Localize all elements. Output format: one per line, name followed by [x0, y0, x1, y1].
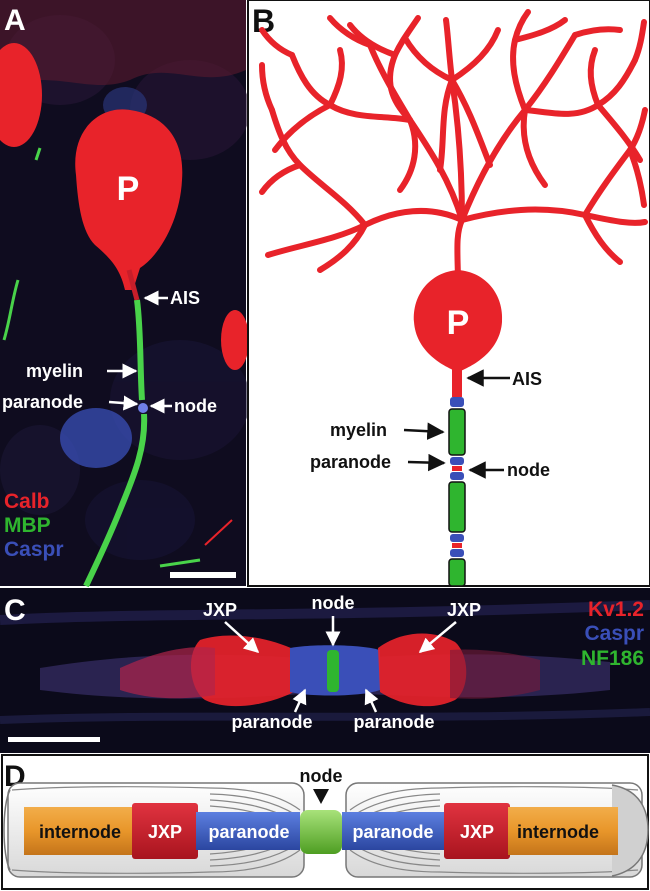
node-segment	[452, 466, 462, 471]
paranode-arrow	[408, 462, 444, 463]
panel-b: B	[248, 0, 650, 586]
jxp-right-tail	[450, 649, 540, 698]
internode-left-label: internode	[39, 822, 121, 842]
panel-a: A P AIS myelin paranode node Calb MBP Ca…	[0, 0, 250, 586]
node-signal	[327, 650, 339, 692]
ais-label: AIS	[512, 369, 542, 389]
jxp-left-label: JXP	[148, 822, 182, 842]
paranode-segment	[450, 549, 464, 557]
myelin-segment	[449, 559, 465, 586]
node-segment	[452, 543, 462, 548]
paranode-right-label: paranode	[353, 712, 434, 732]
scale-bar	[170, 572, 236, 578]
jxp-left-label: JXP	[203, 600, 237, 620]
panel-letter: C	[4, 594, 26, 627]
paranode-right-label: paranode	[352, 822, 433, 842]
myelin-segment	[449, 409, 465, 455]
cell-label: P	[117, 170, 140, 208]
node	[300, 810, 342, 854]
paranode-segment	[450, 457, 464, 465]
paranode-left-label: paranode	[231, 712, 312, 732]
cell-label: P	[447, 304, 470, 342]
legend-caspr: Caspr	[584, 622, 644, 645]
paranode-segment	[450, 534, 464, 542]
panel-letter: A	[4, 4, 26, 37]
internode-right-label: internode	[517, 822, 599, 842]
node-label: node	[174, 396, 217, 416]
paranode-segment	[450, 472, 464, 480]
ais-segment	[452, 365, 462, 397]
myelin-label: myelin	[26, 361, 83, 381]
paranode-left-label: paranode	[208, 822, 289, 842]
legend-mbp: MBP	[4, 514, 51, 537]
blue-soma	[60, 408, 132, 468]
paranode-label: paranode	[2, 392, 83, 412]
node-label: node	[507, 460, 550, 480]
scale-bar	[8, 737, 100, 742]
legend-caspr: Caspr	[4, 538, 64, 561]
node-signal	[138, 403, 148, 413]
node-label: node	[300, 766, 343, 786]
jxp-right-label: JXP	[460, 822, 494, 842]
paranode-segment	[450, 397, 464, 407]
paranode-label: paranode	[310, 452, 391, 472]
myelin-label: myelin	[330, 420, 387, 440]
legend-nf186: NF186	[581, 647, 644, 670]
legend-kv12: Kv1.2	[588, 598, 644, 621]
node-label: node	[312, 593, 355, 613]
panel-c: C JXP node JXP paranode paranode Kv1.2 C…	[0, 588, 650, 753]
neighbor-cell	[221, 310, 249, 370]
jxp-right-label: JXP	[447, 600, 481, 620]
legend-calb: Calb	[4, 490, 50, 513]
ais-label: AIS	[170, 288, 200, 308]
myelin-segment	[449, 482, 465, 532]
panel-d: D	[2, 755, 648, 889]
